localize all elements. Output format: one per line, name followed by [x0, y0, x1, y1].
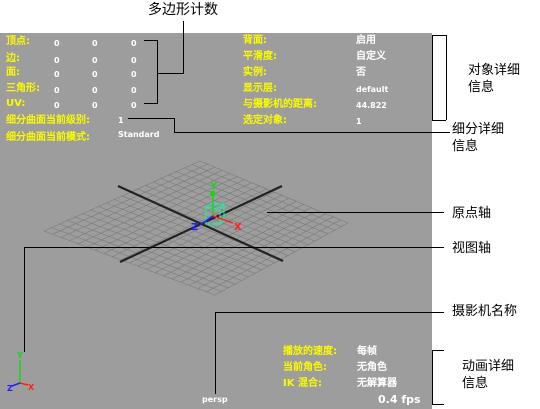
manip-z-label: Z [191, 222, 199, 233]
grid-line [67, 220, 236, 285]
grid-line [82, 213, 249, 278]
callout-camera-name: 摄影机名称 [452, 304, 518, 319]
leader-subdiv [174, 118, 175, 132]
hud-triangle-v3: 0 [131, 86, 137, 95]
hud-uv-v3: 0 [131, 101, 137, 110]
grid-line [90, 209, 256, 274]
hud-backface-label: 背面: [243, 35, 267, 46]
manip-x-label: X [234, 222, 242, 233]
grid-line [98, 206, 262, 271]
hud-camera-distance-label: 与摄影机的距离: [243, 99, 317, 110]
manip-x-axis[interactable] [212, 215, 234, 224]
grid-line [106, 202, 269, 267]
hud-edge-v2: 0 [92, 56, 98, 65]
hud-uv-v1: 0 [54, 101, 60, 110]
hud-face-label: 面: [6, 67, 20, 78]
bracket-anim-details [432, 350, 433, 405]
scene-canvas[interactable] [0, 33, 432, 409]
hud-edge-label: 边: [6, 53, 20, 64]
hud-triangle-label: 三角形: [6, 83, 40, 94]
hud-smoothness-value: 自定义 [356, 51, 386, 62]
hud-display-layer-value: default [356, 85, 389, 94]
bracket-object-details [432, 35, 433, 120]
callout-view-axis: 视图轴 [452, 241, 492, 256]
gizmo-y-label: Y [17, 351, 23, 360]
hud-ik-label: IK 混合: [283, 378, 322, 389]
hud-smoothness-label: 平滑度: [243, 51, 277, 62]
hud-vertex-label: 顶点: [6, 36, 30, 47]
leader-view-axis [24, 247, 444, 248]
callout-origin-axis: 原点轴 [452, 206, 492, 221]
hud-selected-label: 选定对象: [243, 115, 287, 126]
grid-line [214, 222, 349, 296]
hud-triangle-v1: 0 [54, 86, 60, 95]
hud-playback-label: 播放的速度: [283, 346, 337, 357]
grid-line [114, 199, 275, 263]
grid-line [43, 230, 216, 296]
grid-line [146, 197, 289, 270]
callout-poly-count: 多边形计数 [148, 2, 218, 18]
grid-line [155, 201, 297, 273]
hud-playback-value: 每帧 [357, 346, 377, 357]
hud-uv-v2: 0 [92, 101, 98, 110]
hud-triangle-v2: 0 [92, 86, 98, 95]
grid-line [75, 216, 242, 281]
callout-anim-details: 动画详细 信息 [462, 359, 515, 391]
hud-edge-v3: 0 [131, 56, 137, 65]
hud-subdiv-mode-label: 细分曲面当前模式: [6, 132, 90, 143]
grid-line [59, 223, 229, 289]
grid-line [137, 194, 282, 267]
grid-line [51, 227, 222, 292]
gizmo-x-label: X [28, 383, 35, 392]
hud-instance-value: 否 [356, 67, 366, 78]
leader-origin-axis [267, 212, 444, 213]
leader-camera-name [215, 312, 444, 313]
hud-subdiv-level-label: 细分曲面当前级别: [6, 115, 90, 126]
hud-vertex-v3: 0 [131, 39, 137, 48]
perspective-viewport[interactable]: Y X Z Y X Z 顶点: 边: 面: 三角形: UV: 0 0 0 0 0… [0, 33, 432, 409]
hud-character-label: 当前角色: [283, 362, 327, 373]
hud-uv-label: UV: [6, 98, 26, 109]
hud-character-value: 无角色 [357, 362, 387, 373]
hud-subdiv-mode-value: Standard [118, 130, 160, 139]
hud-ik-value: 无解算器 [357, 378, 397, 389]
ground-grid [43, 160, 349, 296]
manip-y-handle[interactable] [210, 191, 215, 196]
leader-poly-count [183, 21, 184, 73]
hud-camera-distance-value: 44.822 [356, 101, 387, 110]
camera-name: persp [202, 395, 228, 404]
grid-line [163, 204, 304, 277]
hud-display-layer-label: 显示层: [243, 83, 277, 94]
hud-selected-value: 1 [356, 117, 362, 126]
hud-face-v3: 0 [131, 70, 137, 79]
manip-z-axis[interactable] [199, 215, 214, 226]
hud-subdiv-level-value: 1 [118, 116, 124, 125]
manip-y-label: Y [210, 181, 218, 192]
hud-edge-v1: 0 [54, 56, 60, 65]
callout-object-details: 对象详细 信息 [468, 63, 521, 95]
hud-face-v2: 0 [92, 70, 98, 79]
hud-backface-value: 启用 [356, 35, 376, 46]
view-axis-gizmo [11, 360, 29, 387]
hud-fps: 0.4 fps [378, 393, 421, 406]
hud-face-v1: 0 [54, 70, 60, 79]
callout-subdiv-details: 细分详细 信息 [452, 122, 505, 154]
hud-vertex-v2: 0 [92, 39, 98, 48]
selected-object[interactable] [199, 191, 234, 226]
gizmo-z-label: Z [7, 384, 13, 393]
hud-vertex-v1: 0 [54, 39, 60, 48]
hud-instance-label: 实例: [243, 67, 267, 78]
